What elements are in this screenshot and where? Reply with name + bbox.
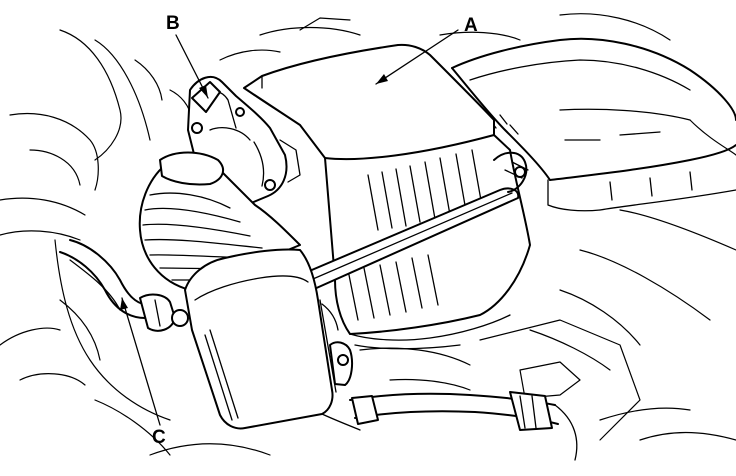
- arrowhead-c: [120, 298, 128, 310]
- callout-a: A: [464, 15, 478, 36]
- engine-bay-background: [0, 13, 736, 456]
- arrowhead-b: [199, 85, 208, 98]
- resonator-box: [184, 248, 361, 431]
- right-component-housing: [451, 37, 736, 212]
- lower-wiring-harness: [349, 391, 578, 461]
- callout-b: B: [166, 13, 180, 34]
- leader-lines: [120, 29, 459, 426]
- leader-line-a: [375, 29, 459, 85]
- arrowhead-a: [376, 74, 388, 84]
- leader-line-c: [121, 297, 161, 426]
- callout-c: C: [152, 427, 166, 448]
- breather-hose: [59, 239, 189, 332]
- air-cleaner-housing: [243, 43, 531, 350]
